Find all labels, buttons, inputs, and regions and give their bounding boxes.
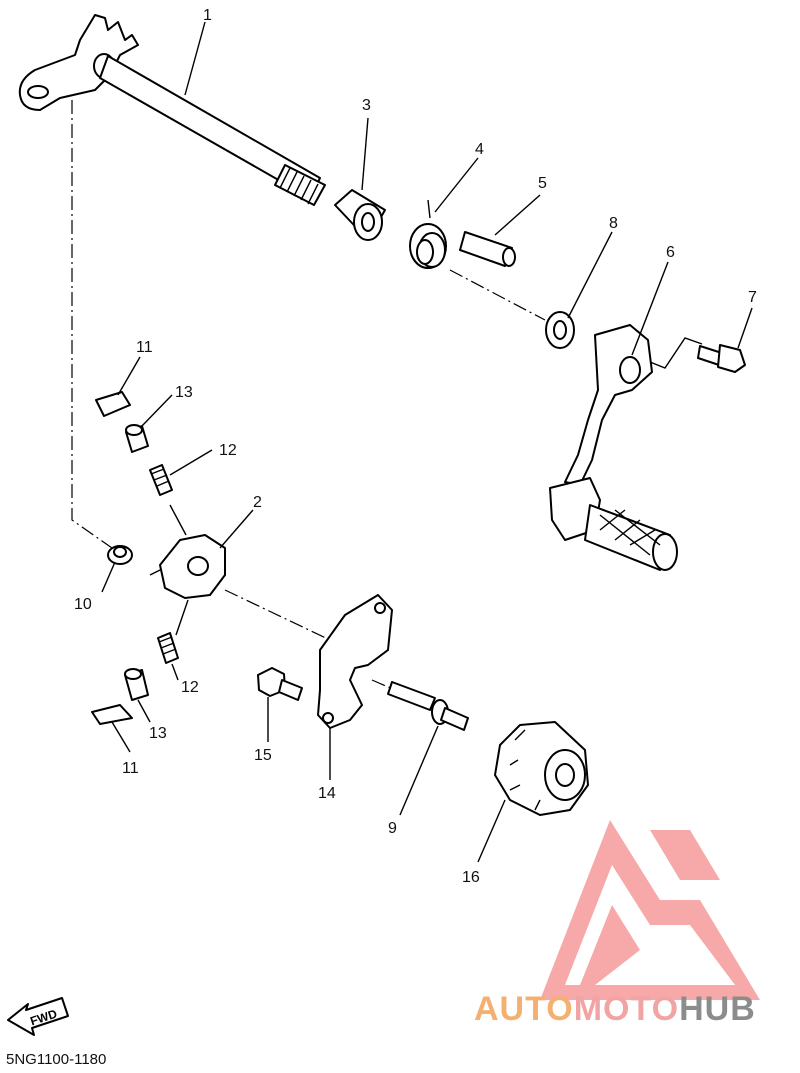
- part-9-segment-pin: [387, 681, 469, 731]
- label-part-16: 16: [462, 869, 480, 886]
- part-14-segment-plate: [317, 594, 393, 729]
- label-part-3: 3: [362, 97, 371, 114]
- label-part-12-upper: 12: [219, 442, 237, 459]
- guide-line-drum-segment: [224, 589, 331, 641]
- part-8-washer: [545, 311, 575, 349]
- watermark-text-auto: AUTO: [474, 990, 574, 1028]
- label-part-9: 9: [388, 820, 397, 837]
- part-12-spring-lower: [157, 632, 179, 664]
- label-part-1: 1: [203, 7, 212, 24]
- label-part-10: 10: [74, 596, 92, 613]
- part-13-roller-upper: [125, 424, 149, 453]
- watermark-text-moto: MOTO: [574, 990, 679, 1028]
- leader-lines: [101, 21, 753, 863]
- part-number-labels: 1 3 4 5 8 6 7 11 13 12 2 10 12 13 11 15 …: [74, 7, 757, 886]
- guide-line-shaft-vertical: [71, 100, 113, 549]
- watermark-text: AUTOMOTOHUB: [474, 990, 756, 1028]
- label-part-7: 7: [748, 289, 757, 306]
- part-1-shift-shaft: [18, 14, 326, 206]
- part-5-pin: [459, 231, 516, 267]
- label-part-11-upper: 11: [136, 339, 153, 356]
- part-16-drum-segment: [494, 721, 589, 816]
- part-13-roller-lower: [124, 668, 149, 701]
- label-part-12-lower: 12: [181, 679, 199, 696]
- label-part-15: 15: [254, 747, 272, 764]
- label-part-4: 4: [475, 141, 484, 158]
- diagram-code: 5NG1100-1180: [6, 1051, 106, 1068]
- watermark-logo-emblem: [540, 820, 760, 1000]
- part-15-bolt: [257, 667, 303, 701]
- part-11-stopper-upper: [95, 391, 131, 417]
- label-part-6: 6: [666, 244, 675, 261]
- guide-line-spring-washer: [449, 269, 546, 321]
- part-7-bolt: [697, 344, 746, 373]
- part-11-stopper-lower: [91, 704, 133, 725]
- part-6-shift-pedal: [549, 324, 678, 571]
- watermark-text-hub: HUB: [679, 990, 756, 1028]
- label-part-8: 8: [609, 215, 618, 232]
- part-4-torsion-spring: [409, 199, 447, 269]
- part-10-collar-small: [107, 545, 133, 565]
- label-part-14: 14: [318, 785, 336, 802]
- label-part-2: 2: [253, 494, 262, 511]
- guide-line-segment-pin: [371, 679, 396, 691]
- label-part-5: 5: [538, 175, 547, 192]
- label-part-11-lower: 11: [122, 760, 139, 777]
- guide-line-pedal-bolt: [649, 337, 703, 369]
- part-2-shift-guide: [149, 534, 226, 599]
- part-12-spring-upper: [149, 464, 173, 496]
- part-3-collar: [334, 189, 386, 241]
- fwd-arrow-icon: FWD: [7, 997, 69, 1036]
- label-part-13-lower: 13: [149, 725, 167, 742]
- label-part-13-upper: 13: [175, 384, 193, 401]
